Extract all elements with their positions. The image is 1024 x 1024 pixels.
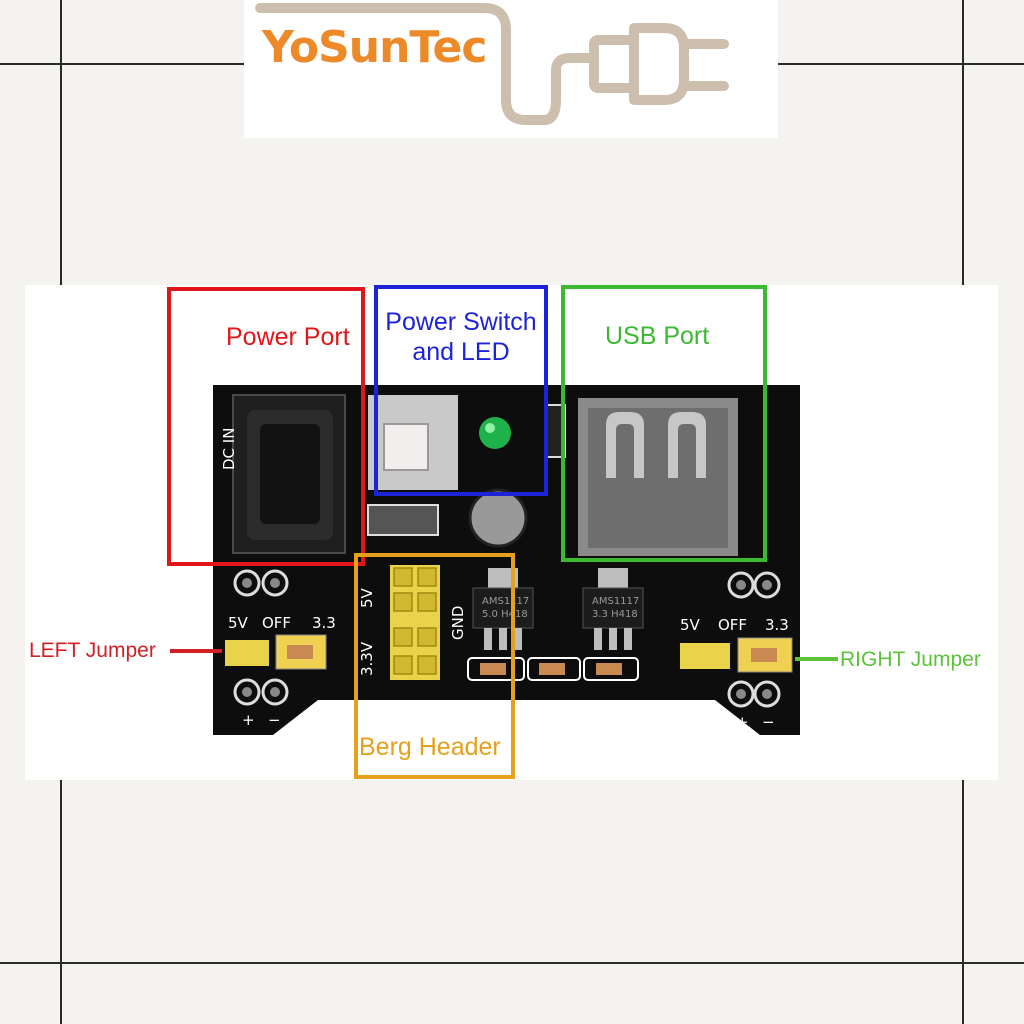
right-minus-label: − <box>762 713 775 731</box>
reg1-line1: AMS1117 <box>482 596 529 607</box>
header-33v-label: 3.3V <box>358 641 376 676</box>
right-jumper-label: RIGHT Jumper <box>840 648 981 671</box>
grid-line <box>0 962 1024 964</box>
power-port-callout-box <box>167 287 365 566</box>
plug-icon <box>255 3 729 125</box>
diode <box>367 504 439 536</box>
left-33-label: 3.3 <box>312 614 336 632</box>
reg2-line2: 3.3 H418 <box>592 609 638 620</box>
header-5v-label: 5V <box>358 587 376 608</box>
right-jumper-pins <box>680 637 793 673</box>
logo-text: YoSunTec <box>262 22 487 73</box>
led <box>479 417 511 449</box>
left-plus-label: + <box>242 711 255 729</box>
left-output-pads-bottom <box>233 678 289 706</box>
switch-knob <box>383 423 429 471</box>
reg2-line1: AMS1117 <box>592 596 639 607</box>
left-off-label: OFF <box>262 614 291 632</box>
logo <box>244 0 778 138</box>
power-switch-label-line1: Power Switch <box>385 308 537 336</box>
right-33-label: 3.3 <box>765 616 789 634</box>
left-output-pads-top <box>233 569 289 597</box>
left-5v-label: 5V <box>228 614 249 632</box>
gnd-label: GND <box>449 606 467 640</box>
right-off-label: OFF <box>718 616 747 634</box>
left-minus-label: − <box>268 711 281 729</box>
berg-header-callout-box <box>354 553 515 779</box>
power-switch-callout-box <box>374 285 548 496</box>
reg1-line2: 5.0 H418 <box>482 609 528 620</box>
left-jumper-label: LEFT Jumper <box>29 639 156 662</box>
right-output-pads-top <box>727 571 781 599</box>
regulator-5v <box>472 568 534 650</box>
right-5v-label: 5V <box>680 616 701 634</box>
regulator-33v <box>582 568 644 650</box>
smd-resistors <box>467 657 639 681</box>
power-switch-label-line2: and LED <box>412 338 510 366</box>
right-output-pads-bottom <box>727 680 781 708</box>
left-jumper-pins <box>225 634 327 670</box>
dc-jack <box>232 394 346 554</box>
usb-port-label: USB Port <box>605 322 710 350</box>
power-port-label: Power Port <box>226 323 350 351</box>
usb-port-callout-box <box>561 285 767 562</box>
power-switch-label: Power Switch and LED <box>376 307 546 367</box>
berg-header-label: Berg Header <box>359 733 501 761</box>
berg-header-pins <box>390 565 440 680</box>
capacitor <box>468 488 528 548</box>
right-plus-label: + <box>736 713 749 731</box>
dc-in-label: DC IN <box>220 428 238 470</box>
usb-port <box>578 398 738 556</box>
